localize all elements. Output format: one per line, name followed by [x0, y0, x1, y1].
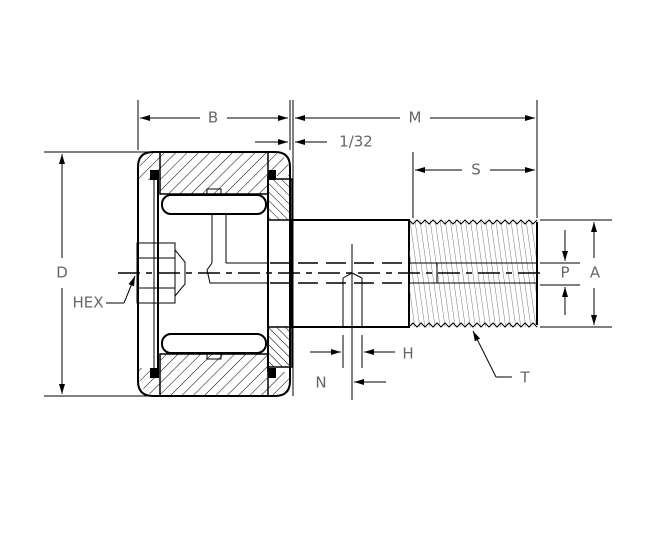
dimension-lines — [59, 115, 597, 394]
lube-passage — [206, 214, 268, 284]
dim-label-d: D — [56, 264, 68, 282]
dim-label-a: A — [590, 264, 601, 282]
dim-label-b: B — [208, 109, 218, 127]
dim-label-p: P — [560, 264, 569, 282]
dim-label-n: N — [315, 374, 326, 392]
washer-top — [267, 178, 293, 221]
dim-label-m: M — [409, 109, 422, 127]
side-plates — [153, 170, 269, 378]
threaded-end — [408, 219, 538, 328]
dim-label-s: S — [471, 161, 481, 179]
dim-label-t: T — [519, 369, 530, 387]
dim-label-h: H — [402, 345, 413, 363]
centerlines — [118, 262, 546, 284]
needle-rollers — [161, 188, 267, 360]
extension-lines — [44, 100, 612, 397]
dim-label-hex: HEX — [72, 294, 103, 312]
washer-bottom — [267, 326, 293, 368]
seals — [150, 170, 276, 378]
dim-label-1-32: 1/32 — [339, 133, 373, 151]
cross-hole — [342, 244, 363, 400]
